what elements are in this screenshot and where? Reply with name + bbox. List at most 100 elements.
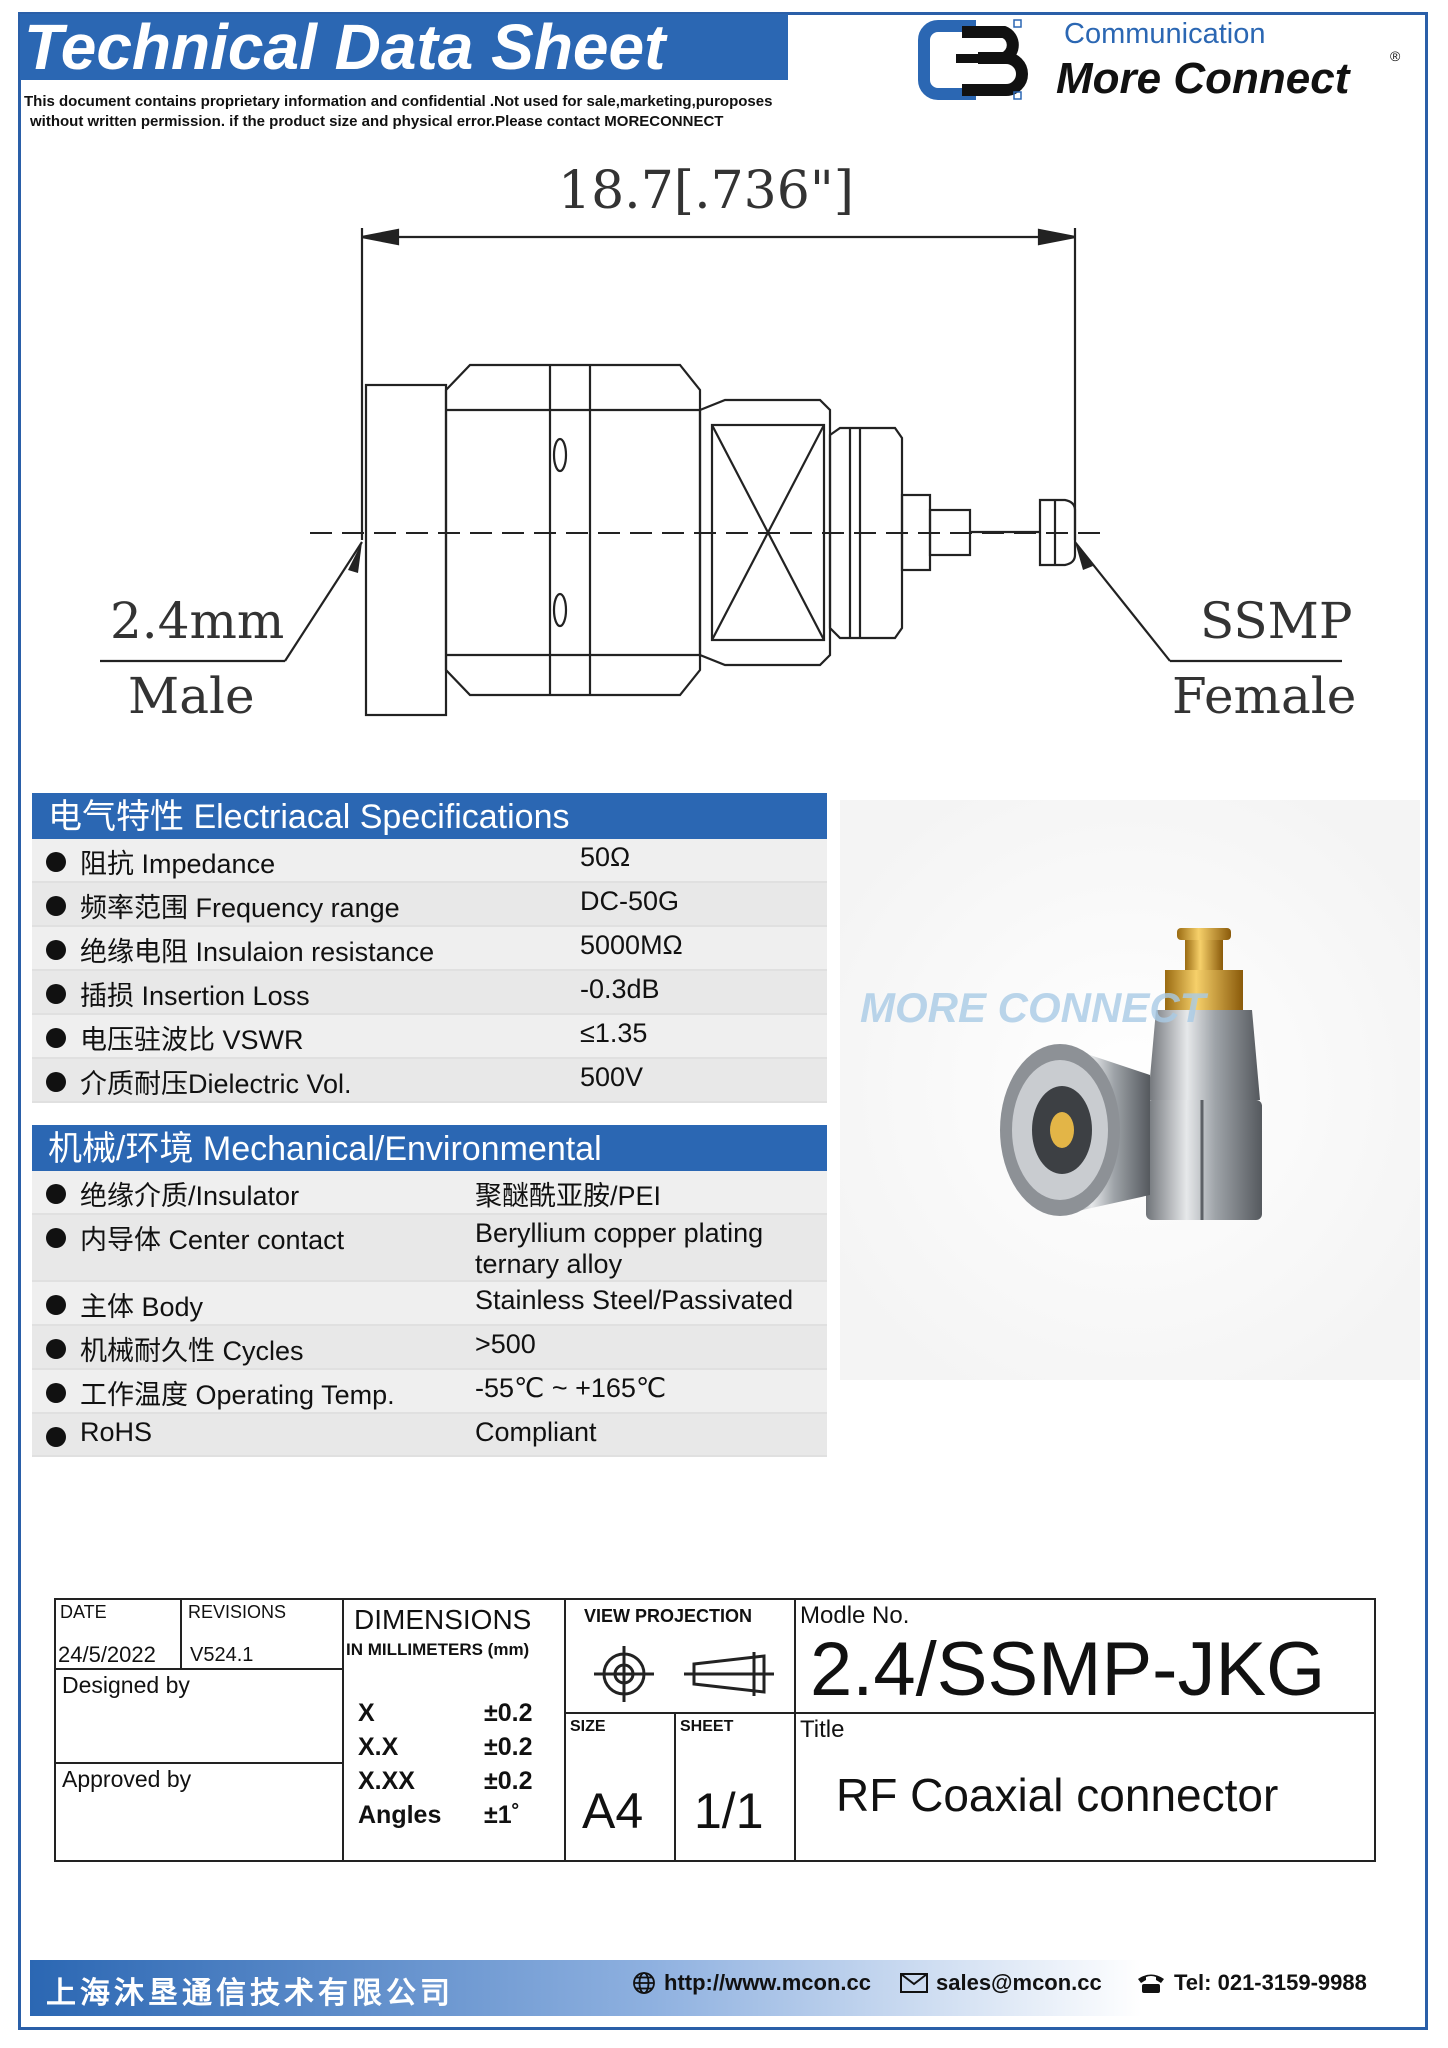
mechanical-spec-row: 主体 Body Stainless Steel/Passivated <box>32 1282 827 1326</box>
envelope-icon <box>900 1973 928 1993</box>
electrical-spec-row: 频率范围 Frequency range DC-50G <box>32 883 827 927</box>
date-label: DATE <box>60 1602 107 1622</box>
bullet-icon <box>46 1184 66 1204</box>
tolerance-key: X <box>358 1699 375 1727</box>
document-title: Technical Data Sheet <box>20 14 788 80</box>
footer-website[interactable]: http://www.mcon.cc <box>632 1970 871 1996</box>
spec-value-line-2: ternary alloy <box>475 1249 623 1279</box>
tolerance-value: ±1˚ <box>484 1801 520 1829</box>
tolerance-value: ±0.2 <box>484 1733 533 1761</box>
left-interface-gender: Male <box>128 667 255 725</box>
electrical-spec-row: 介质耐压Dielectric Vol. 500V <box>32 1059 827 1103</box>
page-border <box>18 12 1428 2030</box>
approved-by-label: Approved by <box>62 1766 192 1792</box>
tolerance-value: ±0.2 <box>484 1767 533 1795</box>
mechanical-spec-row: 工作温度 Operating Temp. -55℃ ~ +165℃ <box>32 1370 827 1414</box>
spec-value-line: 聚醚酰亚胺/PEI <box>475 1181 662 1211</box>
company-logo-icon <box>918 19 1028 100</box>
overall-length-dimension: 18.7[.736"] <box>558 161 854 221</box>
mechanical-spec-row: 绝缘介质/Insulator 聚醚酰亚胺/PEI <box>32 1171 827 1215</box>
spec-value-line: 500V <box>580 1062 644 1092</box>
phone-icon <box>1138 1974 1164 1993</box>
spec-value-line: 50Ω <box>580 842 631 872</box>
mechanical-specifications: 机械/环境 Mechanical/Environmental 绝缘介质/Insu… <box>32 1125 827 1457</box>
spec-value: -0.3dB <box>580 974 660 1005</box>
bullet-icon <box>46 940 66 960</box>
electrical-spec-row: 电压驻波比 VSWR ≤1.35 <box>32 1015 827 1059</box>
projection-symbol-icon <box>594 1646 774 1702</box>
spec-value: -55℃ ~ +165℃ <box>475 1373 666 1404</box>
model-number: 2.4/SSMP-JKG <box>810 1627 1326 1712</box>
bullet-icon <box>46 1383 66 1403</box>
spec-value: ≤1.35 <box>580 1018 647 1049</box>
spec-label: 内导体 Center contact <box>80 1225 345 1255</box>
photo-watermark: MORE CONNECT <box>860 984 1209 1031</box>
revisions-label: REVISIONS <box>188 1602 287 1622</box>
footer-company-name: 上海沐垦通信技术有限公司 <box>46 1976 454 2011</box>
bullet-icon <box>46 1028 66 1048</box>
product-photo: MORE CONNECT <box>840 800 1420 1380</box>
spec-value: DC-50G <box>580 886 679 917</box>
spec-value: 5000MΩ <box>580 930 683 961</box>
date-value: 24/5/2022 <box>58 1642 156 1667</box>
size-label: SIZE <box>570 1718 606 1735</box>
footer-phone[interactable]: Tel: 021-3159-9988 <box>1136 1970 1367 1996</box>
spec-label: 介质耐压Dielectric Vol. <box>80 1069 352 1099</box>
bullet-icon <box>46 852 66 872</box>
title-label: Title <box>800 1716 845 1743</box>
spec-value: 聚醚酰亚胺/PEI <box>475 1174 661 1213</box>
company-name: More Connect <box>1056 54 1350 103</box>
tolerance-key: X.XX <box>358 1767 415 1795</box>
spec-value: >500 <box>475 1329 536 1360</box>
dimensions-label: DIMENSIONS <box>354 1604 532 1635</box>
electrical-spec-row: 阻抗 Impedance 50Ω <box>32 839 827 883</box>
bullet-icon <box>46 984 66 1004</box>
disclaimer-line-1: This document contains proprietary infor… <box>24 93 773 110</box>
spec-label: 工作温度 Operating Temp. <box>80 1380 395 1410</box>
bullet-icon <box>46 896 66 916</box>
spec-label: 机械耐久性 Cycles <box>80 1336 304 1366</box>
tolerance-row: Angles ±1˚ <box>358 1798 558 1832</box>
bullet-icon <box>46 1072 66 1092</box>
spec-value-line: Stainless Steel/Passivated <box>475 1285 794 1315</box>
size-value: A4 <box>582 1783 644 1839</box>
disclaimer-line-2: without written permission. if the produ… <box>30 113 724 130</box>
electrical-spec-row: 绝缘电阻 Insulaion resistance 5000MΩ <box>32 927 827 971</box>
spec-label: 电压驻波比 VSWR <box>80 1025 304 1055</box>
disclaimer: This document contains proprietary infor… <box>24 92 824 132</box>
footer-email[interactable]: sales@mcon.cc <box>900 1970 1102 1996</box>
bullet-icon <box>46 1427 66 1447</box>
spec-value: 50Ω <box>580 842 630 873</box>
spec-value-line: >500 <box>475 1329 536 1359</box>
right-interface-gender: Female <box>1172 667 1356 725</box>
electrical-spec-row: 插损 Insertion Loss -0.3dB <box>32 971 827 1015</box>
spec-value-line: Beryllium copper plating <box>475 1218 764 1248</box>
spec-value-line: -55℃ ~ +165℃ <box>475 1373 667 1403</box>
spec-label: 主体 Body <box>80 1292 204 1322</box>
company-subtitle: Communication <box>1064 18 1266 50</box>
right-interface-type: SSMP <box>1200 592 1352 650</box>
designed-by-label: Designed by <box>62 1672 190 1698</box>
tolerance-key: X.X <box>358 1733 399 1761</box>
sheet-label: SHEET <box>680 1718 734 1735</box>
footer-bar <box>30 1960 1420 2016</box>
spec-value: Stainless Steel/Passivated <box>475 1285 793 1316</box>
mechanical-spec-row: 内导体 Center contact Beryllium copper plati… <box>32 1215 827 1282</box>
globe-icon <box>633 1972 655 1994</box>
product-title: RF Coaxial connector <box>836 1769 1279 1821</box>
mechanical-spec-row: 机械耐久性 Cycles >500 <box>32 1326 827 1370</box>
mechanical-heading: 机械/环境 Mechanical/Environmental <box>32 1125 827 1171</box>
tolerance-key: Angles <box>358 1801 442 1829</box>
spec-label: 绝缘电阻 Insulaion resistance <box>80 937 435 967</box>
website-link[interactable]: http://www.mcon.cc <box>664 1970 871 1995</box>
spec-label: 频率范围 Frequency range <box>80 893 400 923</box>
spec-value: Compliant <box>475 1417 597 1448</box>
spec-label: 绝缘介质/Insulator <box>80 1181 300 1211</box>
spec-label: 插损 Insertion Loss <box>80 981 310 1011</box>
phone-number: Tel: 021-3159-9988 <box>1174 1970 1367 1995</box>
spec-label: 阻抗 Impedance <box>80 849 276 879</box>
email-link[interactable]: sales@mcon.cc <box>936 1970 1102 1995</box>
tolerance-row: X ±0.2 <box>358 1696 558 1730</box>
tolerance-value: ±0.2 <box>484 1699 533 1727</box>
